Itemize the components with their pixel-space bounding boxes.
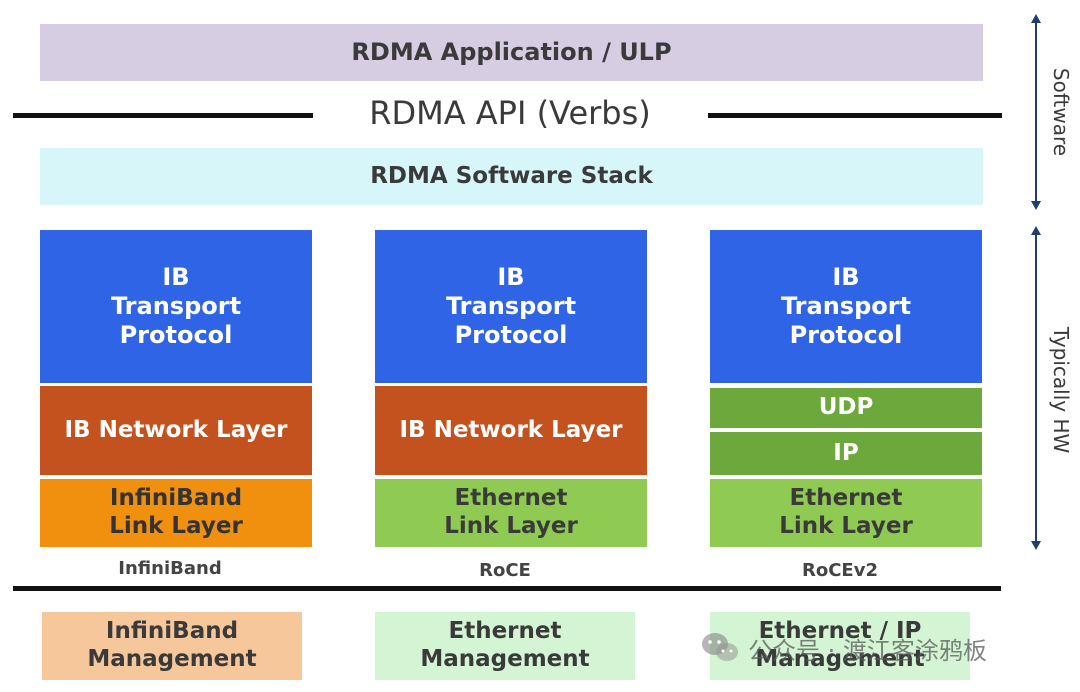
mgmt-line-2: Management: [87, 646, 257, 672]
rdma-software-stack-label: RDMA Software Stack: [370, 162, 653, 189]
watermark-text: 公众号 · 渡江客涂鸦板: [748, 636, 987, 665]
mgmt-ethernet-ip: Ethernet / IP Management: [710, 612, 970, 680]
transport-line-3: Protocol: [119, 320, 233, 349]
stack-roce-link: Ethernet Link Layer: [375, 479, 647, 547]
stack-rocev2-ip: IP: [710, 432, 982, 475]
stack-infiniband-name: InfiniBand: [118, 558, 222, 579]
stack-infiniband-network: IB Network Layer: [40, 386, 312, 475]
wechat-icon: [702, 633, 738, 661]
software-range-arrow: [1031, 14, 1041, 210]
stack-rocev2-name: RoCEv2: [802, 560, 878, 581]
rdma-api-title: RDMA API (Verbs): [369, 94, 651, 132]
link-line-1: Ethernet: [454, 485, 568, 512]
watermark: 公众号 · 渡江客涂鸦板: [700, 628, 987, 668]
link-line-1: InfiniBand: [109, 485, 243, 512]
stack-roce-network: IB Network Layer: [375, 386, 647, 475]
transport-line-1: IB: [832, 263, 860, 292]
link-line-2: Link Layer: [444, 513, 578, 539]
api-divider-right: [708, 113, 1002, 118]
hardware-side-label: Typically HW: [1049, 326, 1073, 454]
hardware-range-arrow: [1031, 226, 1041, 550]
rdma-application-label: RDMA Application / ULP: [351, 38, 672, 67]
stack-roce-name: RoCE: [479, 560, 531, 581]
transport-line-2: Transport: [780, 292, 912, 321]
link-line-1: Ethernet: [789, 485, 903, 512]
transport-line-3: Protocol: [454, 320, 568, 349]
stack-roce-transport: IB Transport Protocol: [375, 230, 647, 383]
stack-rocev2-udp: UDP: [710, 388, 982, 428]
api-divider-left: [13, 113, 313, 118]
mgmt-line-2: Management: [755, 646, 925, 672]
transport-line-1: IB: [497, 263, 525, 292]
rdma-software-stack-layer: RDMA Software Stack: [40, 148, 983, 205]
transport-line-2: Transport: [110, 292, 242, 321]
stack-infiniband-link: InfiniBand Link Layer: [40, 479, 312, 547]
mgmt-line-1: Ethernet / IP: [758, 618, 922, 645]
mgmt-line-1: InfiniBand: [105, 618, 239, 645]
stack-infiniband-transport: IB Transport Protocol: [40, 230, 312, 383]
udp-label: UDP: [818, 394, 874, 421]
transport-line-3: Protocol: [789, 320, 903, 349]
ip-label: IP: [833, 439, 859, 466]
network-label: IB Network Layer: [399, 416, 623, 443]
rdma-application-layer: RDMA Application / ULP: [40, 24, 983, 81]
transport-line-1: IB: [162, 263, 190, 292]
transport-line-2: Transport: [445, 292, 577, 321]
network-label: IB Network Layer: [64, 416, 288, 443]
link-line-2: Link Layer: [779, 513, 913, 539]
stack-rocev2-transport: IB Transport Protocol: [710, 230, 982, 383]
mgmt-infiniband: InfiniBand Management: [42, 612, 302, 680]
mgmt-ethernet: Ethernet Management: [375, 612, 635, 680]
stack-rocev2-link: Ethernet Link Layer: [710, 479, 982, 547]
software-side-label: Software: [1049, 67, 1073, 157]
mgmt-line-1: Ethernet: [448, 618, 562, 645]
link-line-2: Link Layer: [109, 513, 243, 539]
management-divider: [13, 586, 1001, 591]
mgmt-line-2: Management: [420, 646, 590, 672]
